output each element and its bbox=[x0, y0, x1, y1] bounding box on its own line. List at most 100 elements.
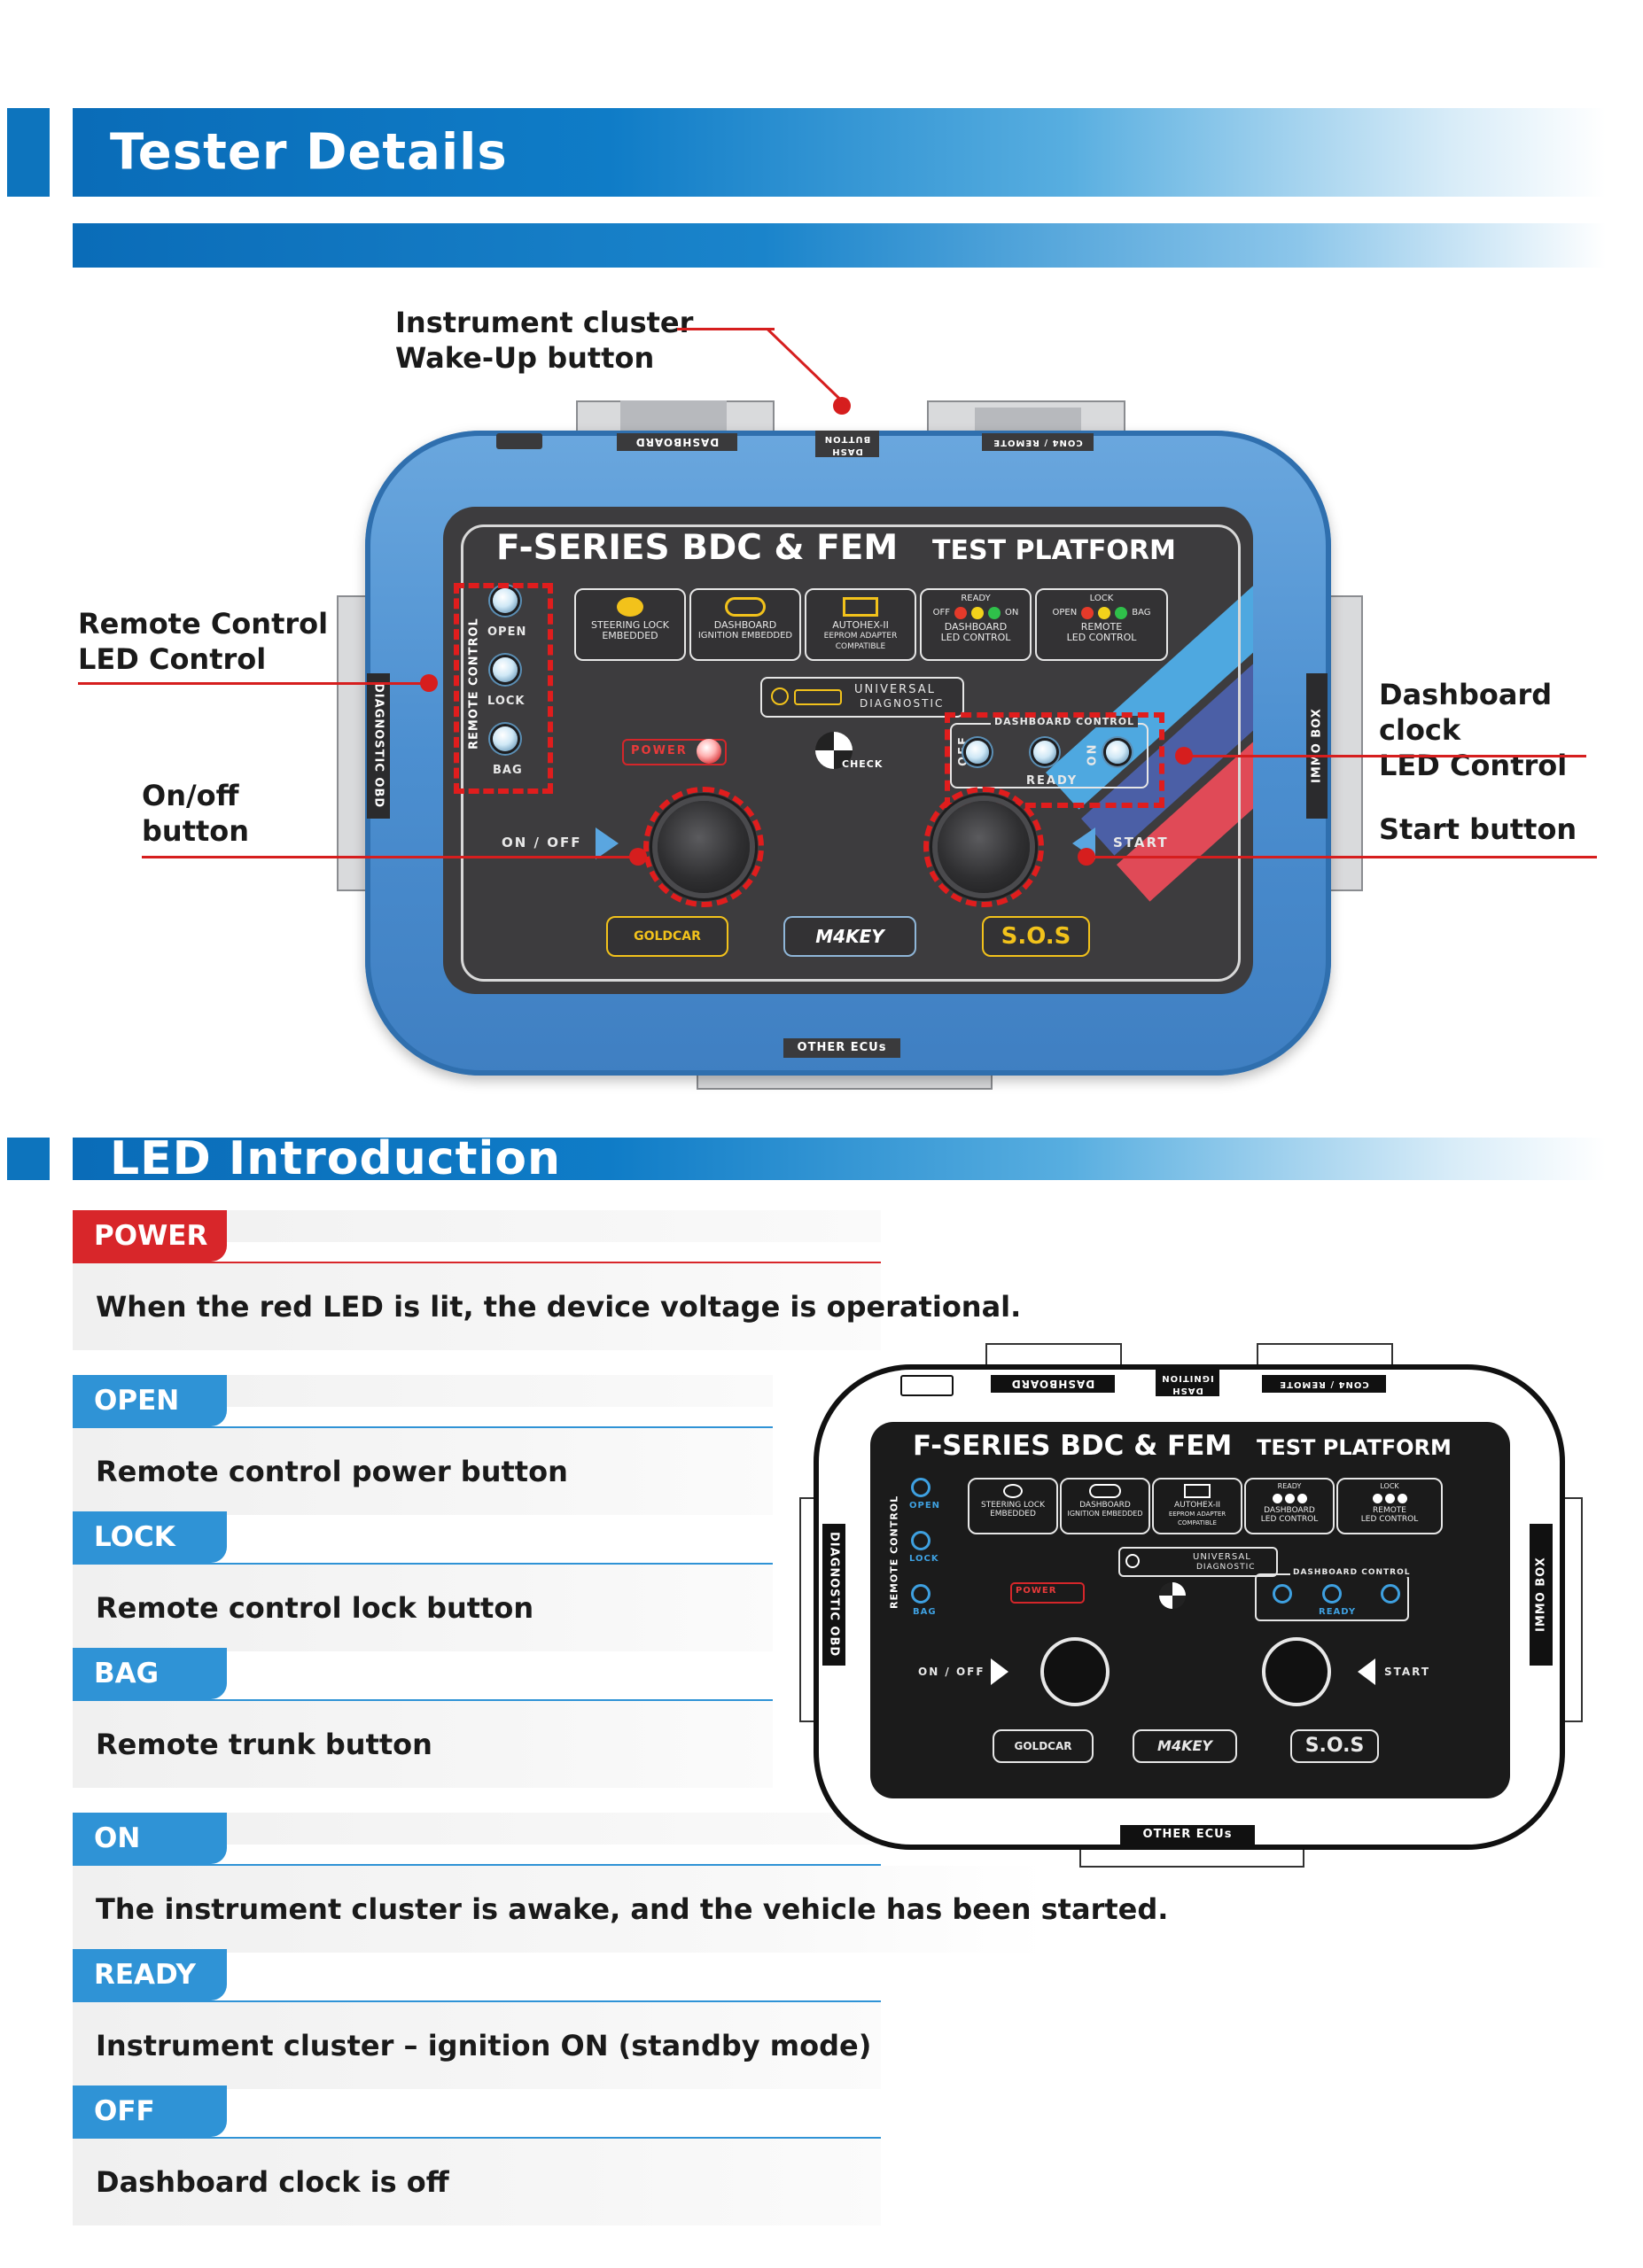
lock-tag: LOCK bbox=[73, 1511, 227, 1563]
face-inner-border bbox=[461, 524, 1241, 982]
bag-underline bbox=[73, 1699, 773, 1701]
ld-on-led bbox=[1381, 1584, 1400, 1604]
dash-button-indicator bbox=[833, 397, 851, 415]
ld-off-led bbox=[1273, 1584, 1292, 1604]
module-remote-led-top: REMOTE bbox=[1080, 621, 1123, 633]
power-indicator bbox=[622, 739, 727, 765]
remote-led-yellow-indicator bbox=[1098, 607, 1111, 619]
on-desc: The instrument cluster is awake, and the… bbox=[73, 1866, 1168, 1953]
ld-universal-label: UNIVERSAL bbox=[1193, 1552, 1251, 1562]
ld-start-knob bbox=[1262, 1637, 1331, 1706]
check-circle-icon bbox=[771, 687, 789, 705]
power-label: POWER bbox=[631, 744, 688, 757]
ld-ready-label: READY bbox=[1319, 1607, 1357, 1617]
module-dashboard-ignition: DASHBOARD IGNITION EMBEDDED bbox=[689, 588, 801, 661]
on-underline bbox=[73, 1864, 881, 1866]
ld-title-sub: TEST PLATFORM bbox=[1257, 1435, 1452, 1460]
remote-open-led[interactable] bbox=[493, 588, 518, 613]
ld-eeprom-icon bbox=[1184, 1484, 1211, 1498]
ld-module-autohex: AUTOHEX-II EEPROM ADAPTER COMPATIBLE bbox=[1152, 1478, 1242, 1534]
ld-module-steering-lock-bottom: EMBEDDED bbox=[990, 1510, 1036, 1518]
dashboard-led-on-label: ON bbox=[1005, 608, 1019, 617]
check-logo-icon bbox=[815, 732, 853, 769]
ld-start-chevron-icon bbox=[1358, 1658, 1375, 1685]
callout-wakeup-diag bbox=[766, 328, 848, 407]
ld-power-indicator bbox=[1010, 1582, 1085, 1604]
module-autohex-top: AUTOHEX-II bbox=[832, 619, 889, 631]
port-label-can4-remote: CON4 / REMOTE bbox=[982, 433, 1094, 451]
module-steering-lock-top: STEERING LOCK bbox=[590, 619, 670, 631]
remote-led-green-indicator bbox=[1115, 607, 1128, 619]
ready-desc: Instrument cluster – ignition ON (standb… bbox=[73, 2002, 881, 2089]
ld-module-steering-lock-top: STEERING LOCK bbox=[980, 1501, 1046, 1510]
ld-module-autohex-top: AUTOHEX-II bbox=[1173, 1501, 1221, 1510]
remote-lock-label: LOCK bbox=[487, 695, 526, 708]
ld-remote-control-label: REMOTE CONTROL bbox=[888, 1495, 900, 1610]
module-dashboard-top: DASHBOARD bbox=[713, 619, 777, 631]
immo-connector-right bbox=[1328, 595, 1363, 891]
callout-start-line bbox=[1086, 856, 1597, 858]
goldcar-logo: GOLDCAR bbox=[606, 916, 728, 957]
power-underline bbox=[73, 1262, 881, 1263]
diagnostic-label: DIAGNOSTIC bbox=[860, 697, 945, 710]
remote-lock-led[interactable] bbox=[493, 657, 518, 682]
module-dashboard-led-ready: READY bbox=[961, 594, 991, 603]
dashboard-control-label: DASHBOARD CONTROL bbox=[991, 716, 1139, 727]
ld-dashboard-control-label: DASHBOARD CONTROL bbox=[1290, 1568, 1413, 1577]
ready-tag: READY bbox=[73, 1949, 227, 2000]
ld-check-logo-icon bbox=[1159, 1582, 1186, 1609]
led-yellow-indicator bbox=[971, 607, 984, 619]
ld-open-led bbox=[911, 1478, 931, 1497]
ld-remote-led-dots bbox=[1338, 1494, 1441, 1503]
ld-power-label: POWER bbox=[1016, 1586, 1057, 1596]
ld-steering-lock-icon bbox=[1003, 1484, 1023, 1498]
module-dashboard-bottom: IGNITION EMBEDDED bbox=[697, 631, 793, 641]
callout-dashclock: Dashboard clock LED Control bbox=[1379, 678, 1568, 782]
sos-logo: S.O.S bbox=[982, 916, 1090, 957]
remote-led-bag-label: BAG bbox=[1132, 608, 1151, 617]
ld-port-immo-box: IMMO BOX bbox=[1530, 1524, 1553, 1666]
on-off-highlight bbox=[643, 787, 764, 907]
check-logo-text: CHECK bbox=[842, 758, 884, 770]
power-led bbox=[697, 739, 721, 764]
callout-start: Start button bbox=[1379, 812, 1577, 846]
ld-on-off-label: ON / OFF bbox=[918, 1666, 985, 1678]
m4key-logo: M4KEY bbox=[783, 916, 916, 957]
ld-module-dashboard-led-bottom: LED CONTROL bbox=[1260, 1515, 1319, 1524]
ld-module-dashboard-led-ready: READY bbox=[1277, 1482, 1302, 1490]
dashboard-led-off-label: OFF bbox=[932, 608, 950, 617]
ld-start-label: START bbox=[1384, 1666, 1431, 1678]
port-label-other-ecus: OTHER ECUs bbox=[783, 1038, 900, 1058]
remote-bag-label: BAG bbox=[493, 764, 523, 777]
ld-universal-diagnostic: UNIVERSAL DIAGNOSTIC bbox=[1118, 1547, 1278, 1577]
ld-diagnostic-label: DIAGNOSTIC bbox=[1196, 1563, 1256, 1572]
ld-immo-connector bbox=[1561, 1497, 1583, 1722]
dashboard-off-led[interactable] bbox=[966, 741, 989, 764]
remote-bag-led[interactable] bbox=[493, 726, 518, 751]
remote-led-red-indicator bbox=[1081, 607, 1094, 619]
bag-desc: Remote trunk button bbox=[73, 1701, 773, 1788]
ld-port-dash-ignition: DASH IGNITION bbox=[1156, 1370, 1219, 1396]
dashboard-on-led[interactable] bbox=[1106, 741, 1129, 764]
obd-port-icon bbox=[794, 689, 842, 705]
eeprom-adapter-icon bbox=[843, 597, 878, 617]
on-off-chevron-icon bbox=[596, 827, 619, 859]
universal-diagnostic-box: UNIVERSAL DIAGNOSTIC bbox=[760, 677, 964, 718]
remote-led-indicators: OPEN BAG bbox=[1037, 607, 1166, 619]
ld-rdot-2 bbox=[1384, 1494, 1395, 1503]
ld-module-dashboard-bottom: IGNITION EMBEDDED bbox=[1067, 1510, 1143, 1518]
ld-dot-3 bbox=[1296, 1494, 1307, 1503]
tester-details-title: Tester Details bbox=[110, 123, 508, 182]
ld-dot-2 bbox=[1284, 1494, 1295, 1503]
ld-module-autohex-bottom: EEPROM ADAPTER COMPATIBLE bbox=[1168, 1511, 1226, 1526]
ld-rdot-3 bbox=[1397, 1494, 1407, 1503]
module-dashboard-led: READY OFF ON DASHBOARD LED CONTROL bbox=[920, 588, 1032, 661]
start-highlight bbox=[923, 787, 1044, 907]
dashboard-ready-led[interactable] bbox=[1033, 741, 1056, 764]
ld-module-steering-lock: STEERING LOCK EMBEDDED bbox=[968, 1478, 1058, 1534]
ld-check-circle-icon bbox=[1125, 1554, 1140, 1568]
universal-label: UNIVERSAL bbox=[854, 683, 936, 696]
device-title-main: F-SERIES BDC & FEM bbox=[496, 528, 899, 568]
ready-underline bbox=[73, 2000, 881, 2002]
lock-underline bbox=[73, 1563, 773, 1565]
